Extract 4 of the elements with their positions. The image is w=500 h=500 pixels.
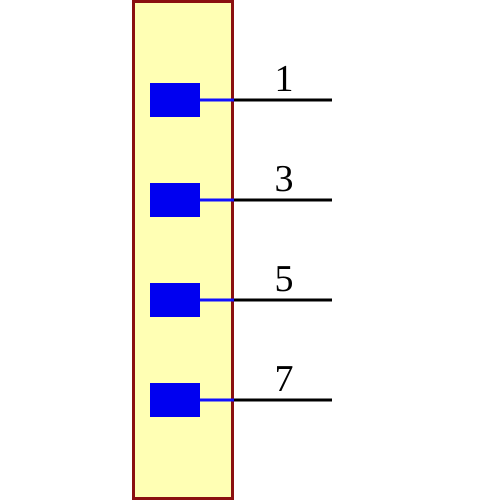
pin-number: 5 — [274, 260, 294, 298]
pin-number: 3 — [274, 160, 294, 198]
pin-number: 7 — [274, 360, 294, 398]
pin-number: 1 — [274, 60, 294, 98]
